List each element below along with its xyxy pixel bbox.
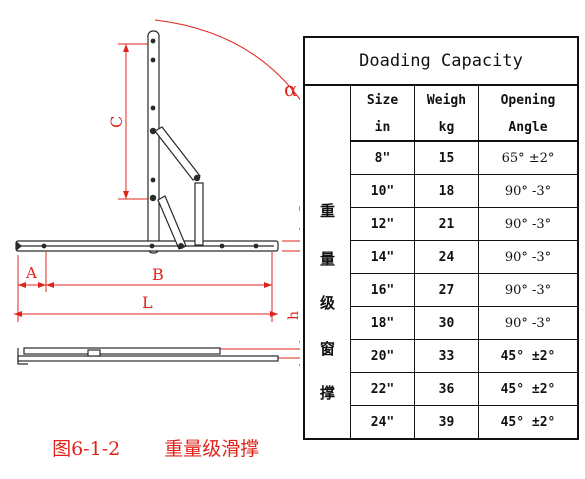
a-small-arrow-left [18,282,26,288]
track-hole-3 [178,243,184,249]
arm-hole-1 [150,38,156,44]
table-row: 24" 39 45° ±2° [351,406,577,439]
link-pivot [193,174,201,182]
weight-cell: 33 [415,340,479,372]
c-arrow-top [123,44,129,52]
figure-number: 图6-1-2 [52,438,121,460]
friction-stay-drawing: α C a A B L h [14,19,300,366]
weight-cell: 39 [415,406,479,439]
b-label: B [152,265,164,284]
support-strut [194,182,204,246]
size-cell: 22" [351,373,415,405]
l-arrow-left [14,311,22,317]
alpha-label: α [284,77,298,101]
track-hole-4 [219,243,225,249]
header-size: Size [351,86,415,114]
figure-name: 重量级滑撑 [164,438,260,460]
side-char: 撑 [319,384,335,402]
h-arrow-top [299,341,300,344]
l-label: L [142,293,153,312]
c-label: C [107,116,126,128]
table-side-label: 重 量 级 窗 撑 [305,86,351,440]
track-hole-5 [253,243,259,249]
size-cell: 16" [351,274,415,306]
angle-cell: 45° ±2° [500,381,556,397]
table-row: 14" 24 90° -3° [351,241,577,274]
a-arrow [299,228,300,231]
angle-cell: 90° -3° [504,249,552,265]
table-grid: Size Weigh Opening in kg Angle 8" 15 65°… [351,86,577,439]
arm-hole-4 [150,177,156,183]
side-char: 量 [319,250,335,268]
weight-cell: 36 [415,373,479,405]
h-arrow-bottom [299,363,300,366]
side-view-bottom-plate [17,355,279,362]
header-opening: Opening [500,92,556,108]
header-row-1: Size Weigh Opening [351,86,577,114]
size-cell: 10" [351,175,415,207]
c-arrow-bottom [123,191,129,199]
side-view-knob [87,349,101,357]
side-view-top-plate [23,347,221,355]
table-row: 8" 15 65° ±2° [351,142,577,175]
arm-hole-3 [150,105,156,111]
l-arrow-right [270,311,278,317]
b-arrow-left [46,282,54,288]
angle-cell: 90° -3° [504,183,552,199]
size-cell: 20" [351,340,415,372]
angle-cell: 65° ±2° [501,150,555,166]
header-weight: Weigh [415,86,479,114]
side-char: 重 [319,202,335,220]
table-row: 16" 27 90° -3° [351,274,577,307]
header-size-unit: in [351,114,415,140]
diagonal-link [154,126,201,181]
angle-cell: 90° -3° [504,282,552,298]
weight-cell: 24 [415,241,479,273]
h-label: h [286,311,300,320]
header-weight-unit: kg [415,114,479,140]
table-title: Doading Capacity [305,38,577,86]
side-view-end [17,348,28,365]
a-small-arrow-right [38,282,46,288]
weight-cell: 21 [415,208,479,240]
table-row: 12" 21 90° -3° [351,208,577,241]
b-arrow-right [264,282,272,288]
arm-hole-2 [150,57,156,63]
size-cell: 8" [351,142,415,174]
a-small-label: A [25,264,37,282]
table-row: 18" 30 90° -3° [351,307,577,340]
side-char: 级 [319,294,335,312]
angle-cell: 45° ±2° [500,415,556,430]
track-hole-1 [41,243,47,249]
track-end-left [16,241,22,251]
arm-pivot-1 [149,127,157,135]
weight-cell: 18 [415,175,479,207]
weight-cell: 30 [415,307,479,339]
arm-pivot-2 [149,194,157,202]
track-hole-2 [149,243,155,249]
weight-cell: 27 [415,274,479,306]
size-cell: 12" [351,208,415,240]
angle-cell: 90° -3° [504,315,552,331]
angle-cell: 45° ±2° [500,348,556,364]
weight-cell: 15 [415,142,479,174]
vertical-arm [147,30,160,254]
header-angle: Angle [508,119,548,135]
table-row: 20" 33 45° ±2° [351,340,577,373]
size-cell: 18" [351,307,415,339]
table-row: 10" 18 90° -3° [351,175,577,208]
alpha-arc [154,19,300,101]
size-cell: 14" [351,241,415,273]
figure-caption: 图6-1-2 重量级滑撑 [40,412,259,461]
size-cell: 24" [351,406,415,439]
table-row: 22" 36 45° ±2° [351,373,577,406]
angle-cell: 90° -3° [504,216,552,232]
a-label: a [295,204,300,212]
side-char: 窗 [319,340,335,358]
loading-capacity-table: Doading Capacity 重 量 级 窗 撑 Size Weigh Op… [303,36,579,440]
header-row-2: in kg Angle [351,114,577,142]
